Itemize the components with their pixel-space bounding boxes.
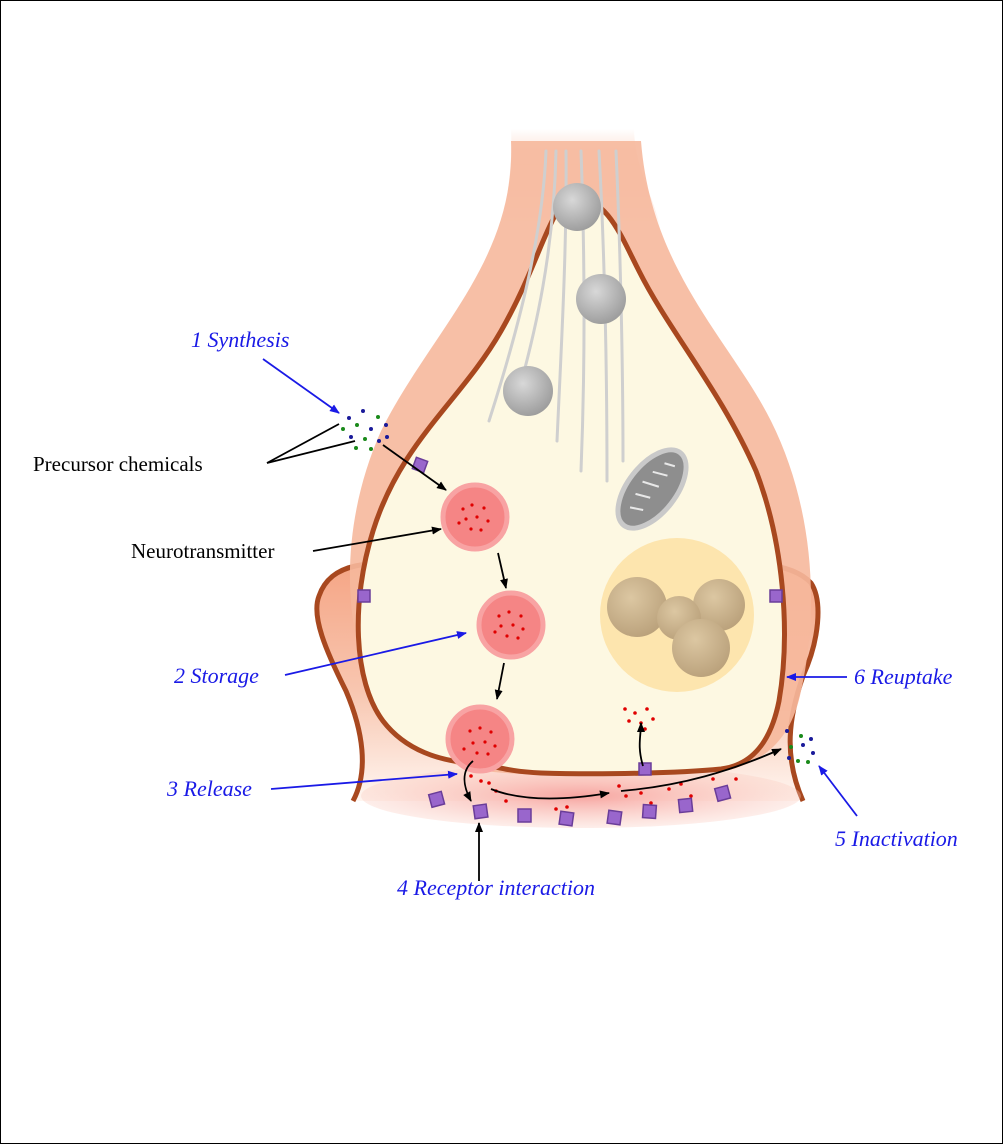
label-inactivation: 5 Inactivation: [835, 826, 958, 851]
label-neurotransmitter: Neurotransmitter: [131, 539, 274, 563]
label-release: 3 Release: [166, 776, 252, 801]
vesicle-2: [479, 593, 543, 657]
label-precursor-chemicals: Precursor chemicals: [33, 452, 203, 476]
label-storage: 2 Storage: [174, 663, 259, 688]
label-reuptake: 6 Reuptake: [854, 664, 953, 689]
label-synthesis: 1 Synthesis: [191, 327, 289, 352]
gray-vesicle-2: [576, 274, 626, 324]
presynaptic-membrane: [358, 197, 784, 774]
label-receptor-interaction: 4 Receptor interaction: [397, 875, 595, 900]
vesicle-1: [443, 485, 507, 549]
gray-vesicle-3: [503, 366, 553, 416]
vesicle-3-fusing: [448, 707, 512, 771]
gray-vesicle-1: [553, 183, 601, 231]
